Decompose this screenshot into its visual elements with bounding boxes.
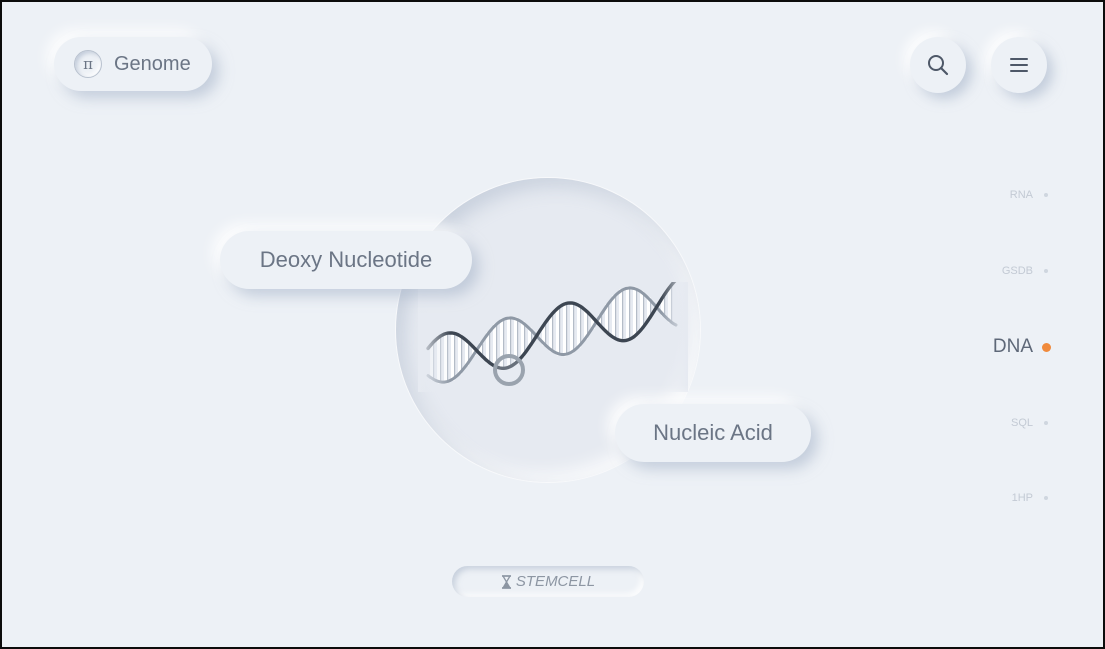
nav-item-label: RNA: [1009, 189, 1033, 201]
brand-name: Genome: [114, 52, 191, 75]
nav-item-label: GSDB: [1001, 265, 1033, 277]
nav-dot: [1044, 421, 1048, 425]
deoxy-nucleotide-label[interactable]: Deoxy Nucleotide: [220, 231, 472, 289]
nav-item-label: 1HP: [1011, 492, 1033, 504]
stemcell-badge-text: STEMCELL: [515, 573, 596, 590]
brand-logo-glyph: π: [83, 55, 93, 73]
nav-dot-active: [1042, 342, 1051, 352]
nav-item-1hp[interactable]: 1HP: [1012, 492, 1051, 504]
nav-item-dna[interactable]: DNA: [993, 336, 1051, 358]
pi-logo-icon: π: [74, 50, 102, 78]
hourglass-icon: [501, 574, 512, 589]
nav-dot: [1044, 193, 1048, 197]
stemcell-badge[interactable]: STEMCELL: [452, 566, 644, 597]
nav-item-label: SQL: [1010, 417, 1033, 429]
nav-dot: [1044, 496, 1048, 500]
nav-item-gsdb[interactable]: GSDB: [1002, 265, 1051, 277]
search-button[interactable]: [910, 37, 966, 93]
brand-pill[interactable]: π Genome: [54, 37, 212, 91]
nav-item-rna[interactable]: RNA: [1010, 189, 1051, 201]
menu-button[interactable]: [991, 37, 1047, 93]
dna-helix-icon: [418, 282, 688, 392]
nav-item-sql[interactable]: SQL: [1011, 417, 1051, 429]
search-icon: [928, 55, 949, 76]
nucleic-acid-label[interactable]: Nucleic Acid: [615, 404, 811, 462]
nav-item-label: DNA: [992, 336, 1033, 357]
selection-ring[interactable]: [493, 354, 525, 386]
hamburger-menu-icon: [1010, 58, 1028, 72]
nav-dot: [1044, 269, 1048, 273]
